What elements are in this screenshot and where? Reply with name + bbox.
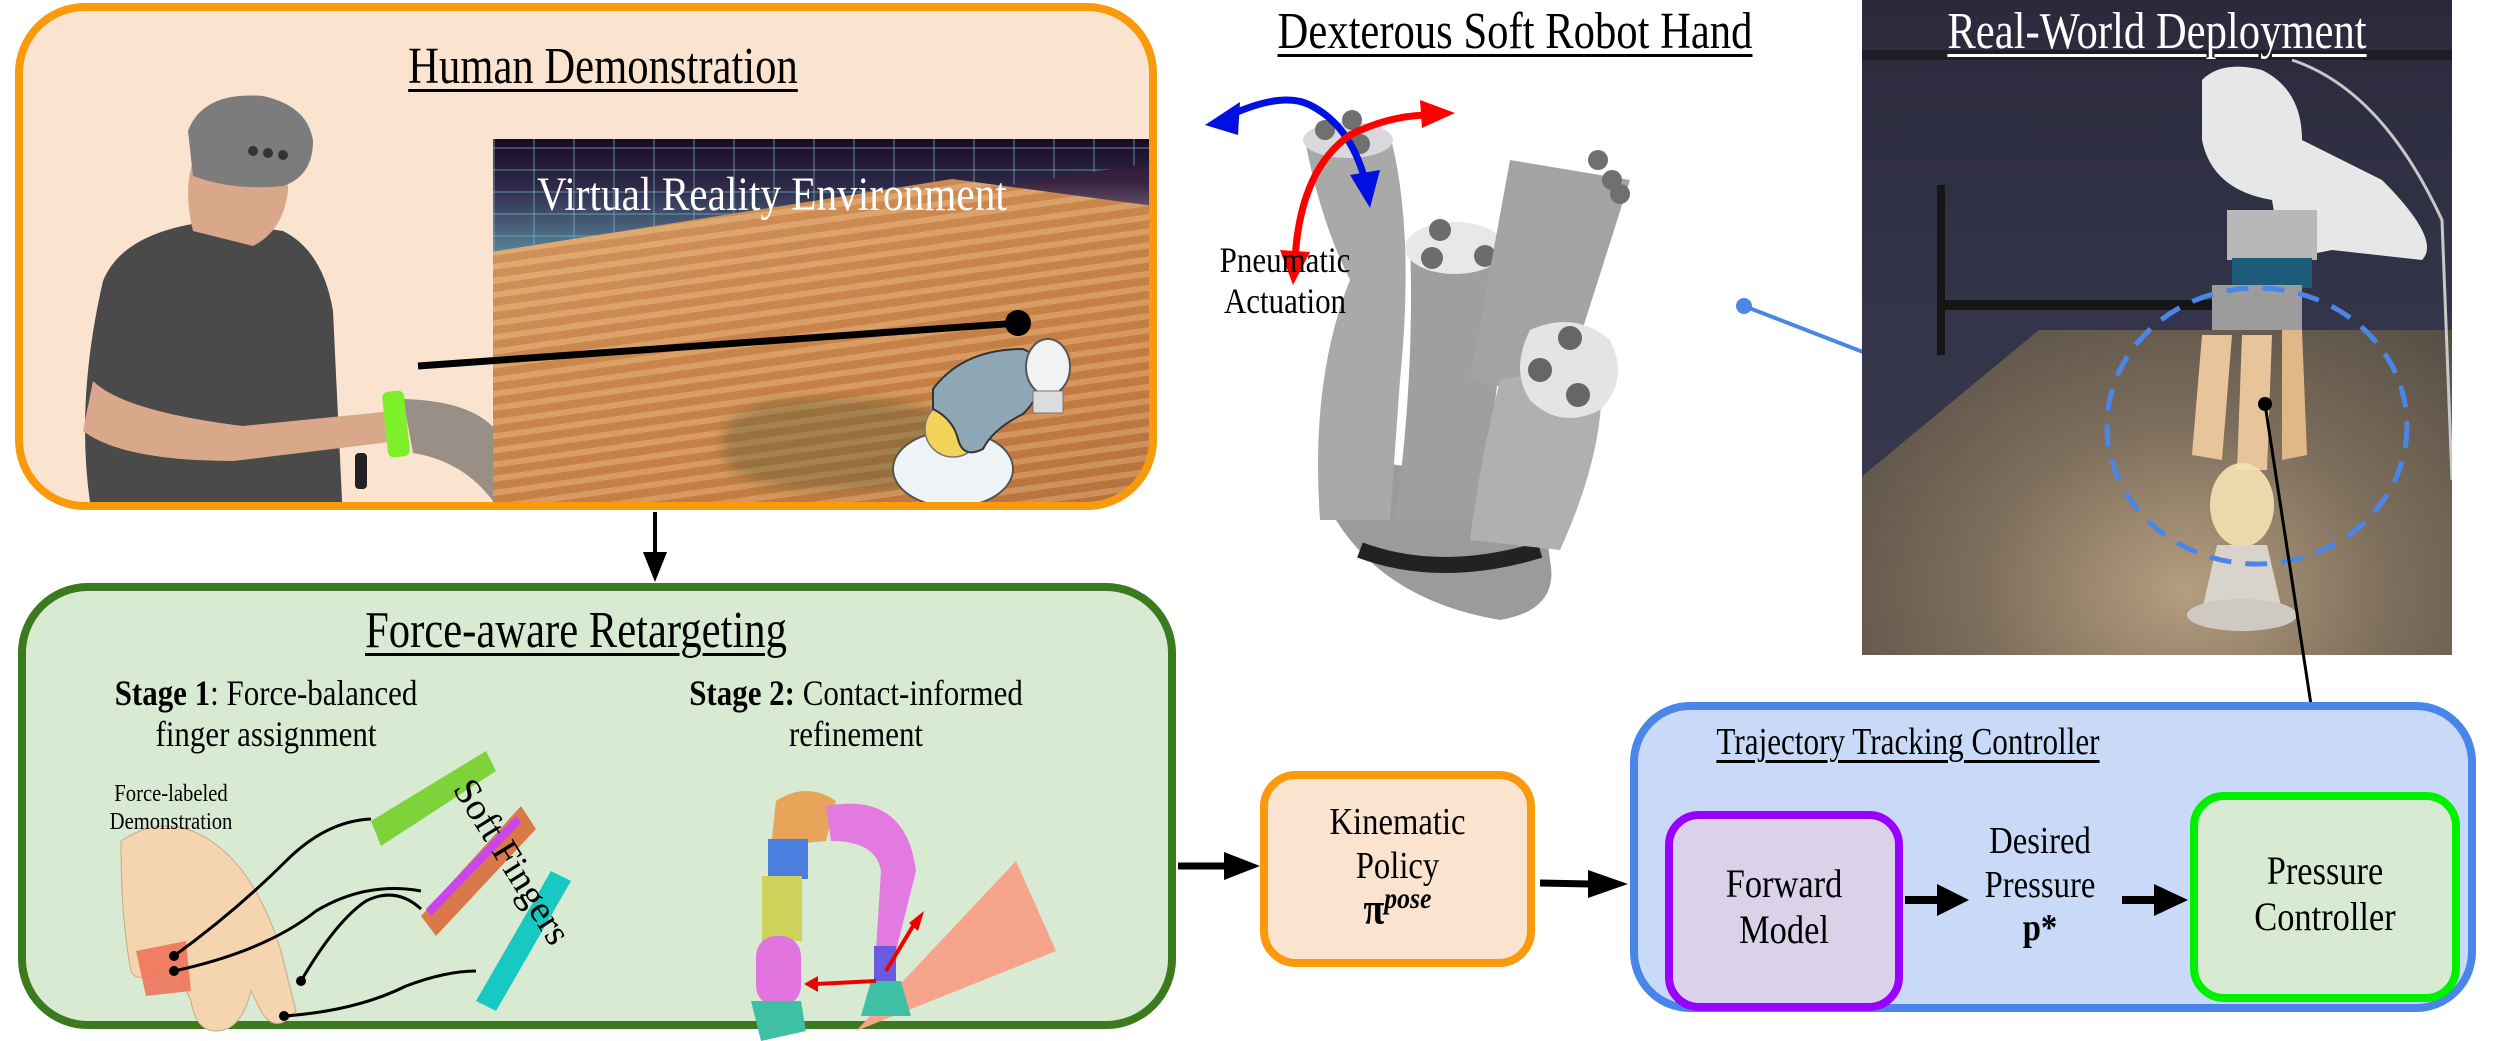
arrow-down-demo-to-retargeting xyxy=(643,512,667,582)
vr-user-illustration xyxy=(83,95,507,502)
stage1-finger-assignment-illustration xyxy=(120,751,571,1032)
force-labeled-demonstration-label: Force-labeled Demonstration xyxy=(98,781,244,836)
stage1-bold: Stage 1 xyxy=(114,673,211,713)
arrow-desired-to-controller xyxy=(2122,884,2188,916)
pc-line1: Pressure xyxy=(2266,848,2384,893)
p-star-symbol: p* xyxy=(2022,907,2058,950)
force-label-line2: Demonstration xyxy=(109,808,233,835)
desired-line2: Pressure xyxy=(1984,863,2096,906)
kinematic-line1: Kinematic xyxy=(1329,801,1466,843)
policy-symbol: πpose xyxy=(1286,884,1509,932)
forward-model-box: Forward Model xyxy=(1665,811,1903,1011)
stage2-line2: refinement xyxy=(788,714,924,755)
stage1-line1: : Force-balanced xyxy=(210,673,418,713)
force-aware-retargeting-title: Force-aware Retargeting xyxy=(365,602,787,659)
stage2-line1: Contact-informed xyxy=(794,673,1023,713)
pressure-controller-label: Pressure Controller xyxy=(2216,848,2434,940)
kinematic-policy-box: Kinematic Policy πpose xyxy=(1260,771,1535,967)
forward-line2: Model xyxy=(1739,907,1829,952)
soft-robot-hand-title: Dexterous Soft Robot Hand xyxy=(1277,3,1753,60)
kinematic-policy-label: Kinematic Policy πpose xyxy=(1286,801,1509,932)
tracking-link-line xyxy=(417,310,1031,370)
actuation-line1: Pneumatic xyxy=(1219,240,1351,280)
stage1-label: Stage 1: Force-balanced finger assignmen… xyxy=(85,673,446,756)
forward-line1: Forward xyxy=(1725,861,1843,906)
human-demonstration-title: Human Demonstration xyxy=(408,38,798,95)
stage2-contact-refinement-illustration xyxy=(751,791,1056,1041)
robot-arm-illustration xyxy=(1862,50,2452,631)
human-demonstration-panel: Virtual Reality Environment Human Demons… xyxy=(15,3,1157,510)
pressure-controller-box: Pressure Controller xyxy=(2190,792,2460,1002)
pc-line2: Controller xyxy=(2254,894,2396,939)
pneumatic-actuation-label: Pneumatic Actuation xyxy=(1208,240,1363,323)
forward-model-label: Forward Model xyxy=(1689,861,1880,953)
real-world-deployment-photo: Real-World Deployment xyxy=(1862,0,2452,655)
actuation-line2: Actuation xyxy=(1223,281,1347,322)
vr-environment-label: Virtual Reality Environment xyxy=(537,168,1007,221)
vr-environment-panel: Virtual Reality Environment xyxy=(493,139,1149,502)
real-world-deployment-title: Real-World Deployment xyxy=(1947,3,2367,60)
virtual-hand-bulb-illustration xyxy=(892,338,1071,502)
arrow-forward-to-desired xyxy=(1905,884,1969,916)
desired-line1: Desired xyxy=(1989,820,2091,862)
trajectory-tracking-controller-title: Trajectory Tracking Controller xyxy=(1716,721,2100,763)
desired-pressure-label: Desired Pressure p* xyxy=(1971,820,2109,951)
force-label-line1: Force-labeled xyxy=(114,781,228,807)
pose-superscript: pose xyxy=(1384,882,1432,916)
arrow-retargeting-to-policy xyxy=(1178,852,1260,880)
stage2-bold: Stage 2: xyxy=(689,673,795,713)
pi-symbol: π xyxy=(1363,885,1385,935)
kinematic-line2: Policy xyxy=(1355,844,1440,887)
stage2-label: Stage 2: Contact-informed refinement xyxy=(675,673,1036,756)
stage1-line2: finger assignment xyxy=(155,714,377,755)
soft-robot-hand-illustration xyxy=(1205,96,1630,620)
force-aware-retargeting-panel: Force-aware Retargeting Stage 1: Force-b… xyxy=(18,583,1176,1041)
arrow-policy-to-controller xyxy=(1539,870,1628,898)
